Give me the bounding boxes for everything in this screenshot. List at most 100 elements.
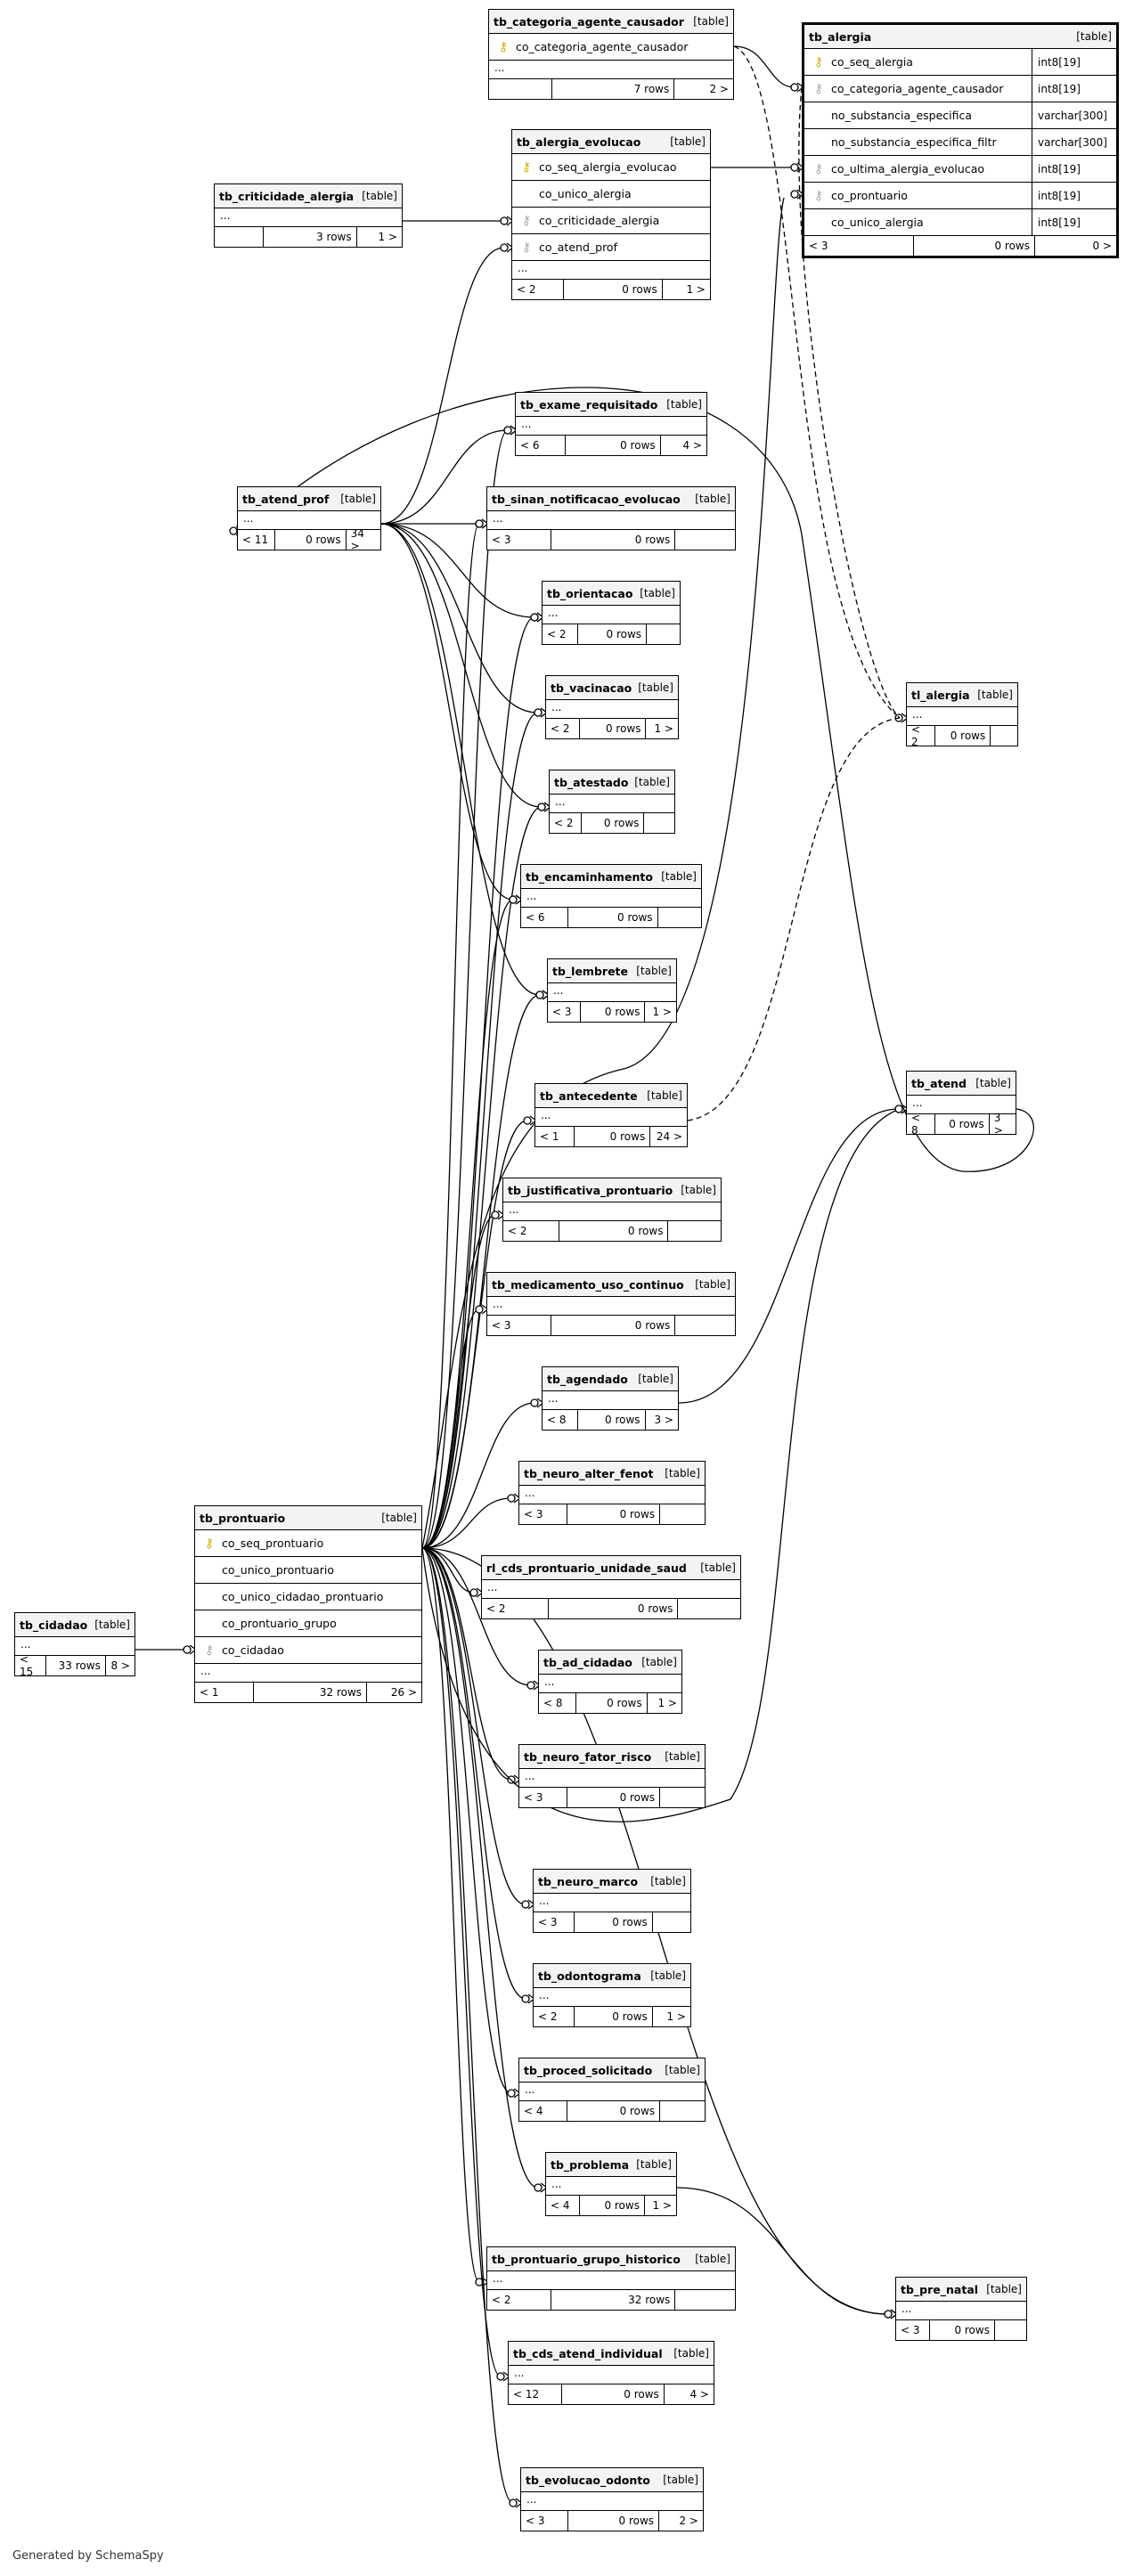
- table-header[interactable]: tb_alergia[table]: [804, 25, 1116, 49]
- parents-count[interactable]: < 2: [543, 624, 579, 644]
- table-name[interactable]: tb_medicamento_uso_continuo: [492, 1277, 684, 1292]
- table-name[interactable]: tb_atestado: [554, 775, 629, 789]
- table-name[interactable]: tb_encaminhamento: [526, 869, 653, 884]
- table-tb_medicamento_uso_continuo[interactable]: tb_medicamento_uso_continuo[table]...< 3…: [486, 1272, 736, 1336]
- table-name[interactable]: tb_antecedente: [540, 1088, 638, 1103]
- table-header[interactable]: tb_prontuario[table]: [195, 1506, 421, 1530]
- children-count[interactable]: [675, 530, 735, 550]
- children-count[interactable]: 24 >: [656, 1130, 682, 1143]
- table-name[interactable]: tb_lembrete: [552, 964, 629, 978]
- parents-count[interactable]: < 3: [548, 1002, 582, 1022]
- table-header[interactable]: tl_alergia[table]: [907, 683, 1017, 707]
- children-count[interactable]: 3 >: [993, 1112, 1003, 1137]
- table-name[interactable]: tb_prontuario: [200, 1511, 286, 1525]
- table-header[interactable]: tb_prontuario_grupo_historico[table]: [487, 2247, 735, 2271]
- parents-count[interactable]: < 2: [512, 280, 564, 299]
- table-name[interactable]: tb_categoria_agente_causador: [494, 14, 684, 29]
- children-count[interactable]: 34 >: [350, 527, 364, 552]
- parents-count[interactable]: < 3: [487, 530, 552, 550]
- children-count[interactable]: [644, 813, 674, 833]
- parents-count[interactable]: < 8: [907, 1112, 935, 1137]
- parents-count[interactable]: [215, 227, 264, 247]
- parents-count[interactable]: < 1: [535, 1127, 575, 1146]
- table-name[interactable]: tb_sinan_notificacao_evolucao: [492, 492, 681, 506]
- children-count[interactable]: [660, 2101, 705, 2121]
- column-row[interactable]: ⚷co_categoria_agente_causador: [489, 34, 733, 61]
- table-name[interactable]: tb_odontograma: [538, 1969, 641, 1983]
- parents-count[interactable]: < 6: [516, 436, 566, 455]
- table-header[interactable]: tb_antecedente[table]: [535, 1084, 687, 1108]
- table-name[interactable]: tb_atend_prof: [242, 492, 330, 506]
- children-count[interactable]: 1 >: [378, 231, 397, 243]
- children-count[interactable]: [660, 1504, 705, 1524]
- parents-count[interactable]: < 3: [896, 2320, 930, 2340]
- table-header[interactable]: tb_alergia_evolucao[table]: [512, 130, 710, 154]
- table-name[interactable]: tb_problema: [551, 2157, 630, 2172]
- table-name[interactable]: tb_atend: [911, 1076, 967, 1090]
- column-row[interactable]: ⚷co_cidadao: [195, 1637, 421, 1664]
- table-name[interactable]: rl_cds_prontuario_unidade_saud: [486, 1561, 687, 1575]
- table-header[interactable]: tb_vacinacao[table]: [546, 676, 678, 700]
- column-row[interactable]: co_prontuario_grupo: [195, 1610, 421, 1637]
- column-row[interactable]: co_unico_cidadao_prontuario: [195, 1584, 421, 1610]
- parents-count[interactable]: < 3: [519, 1788, 568, 1807]
- children-count[interactable]: [991, 726, 1017, 746]
- children-count[interactable]: 4 >: [689, 2388, 709, 2401]
- table-header[interactable]: tb_agendado[table]: [543, 1367, 678, 1391]
- parents-count[interactable]: < 2: [534, 2007, 575, 2026]
- table-header[interactable]: tb_pre_natal[table]: [896, 2278, 1026, 2302]
- table-name[interactable]: tb_ad_cidadao: [543, 1655, 632, 1669]
- parents-count[interactable]: < 2: [487, 2290, 552, 2310]
- parents-count[interactable]: < 3: [804, 236, 914, 256]
- parents-count[interactable]: < 3: [534, 1912, 575, 1932]
- table-name[interactable]: tl_alergia: [911, 688, 970, 702]
- children-count[interactable]: 2 >: [709, 83, 729, 95]
- table-tb_sinan_notificacao_evolucao[interactable]: tb_sinan_notificacao_evolucao[table]...<…: [486, 486, 736, 550]
- table-header[interactable]: tb_categoria_agente_causador[table]: [489, 10, 733, 34]
- table-name[interactable]: tb_proced_solicitado: [524, 2063, 653, 2077]
- parents-count[interactable]: < 1: [195, 1683, 255, 1702]
- table-header[interactable]: tb_neuro_fator_risco[table]: [519, 1745, 705, 1769]
- table-name[interactable]: tb_orientacao: [547, 586, 633, 600]
- children-count[interactable]: [668, 1221, 721, 1241]
- parents-count[interactable]: < 11: [238, 530, 275, 550]
- table-name[interactable]: tb_criticidade_alergia: [219, 189, 355, 203]
- parents-count[interactable]: < 4: [519, 2101, 568, 2121]
- table-header[interactable]: tb_orientacao[table]: [543, 582, 680, 606]
- parents-count[interactable]: [489, 79, 553, 99]
- children-count[interactable]: 2 >: [679, 2515, 698, 2527]
- table-header[interactable]: tb_sinan_notificacao_evolucao[table]: [487, 487, 735, 511]
- parents-count[interactable]: < 3: [521, 2511, 569, 2531]
- table-header[interactable]: tb_neuro_marco[table]: [534, 1870, 690, 1894]
- table-header[interactable]: rl_cds_prontuario_unidade_saud[table]: [482, 1556, 740, 1580]
- children-count[interactable]: 8 >: [110, 1659, 130, 1672]
- children-count[interactable]: 26 >: [390, 1686, 417, 1699]
- table-header[interactable]: tb_lembrete[table]: [548, 959, 676, 983]
- parents-count[interactable]: < 3: [519, 1504, 568, 1524]
- column-row[interactable]: ⚷co_seq_alergia_evolucao: [512, 154, 710, 181]
- table-header[interactable]: tb_atend[table]: [907, 1072, 1016, 1096]
- children-count[interactable]: 1 >: [652, 2199, 672, 2212]
- table-name[interactable]: tb_agendado: [547, 1372, 628, 1386]
- table-header[interactable]: tb_justificativa_prontuario[table]: [503, 1178, 721, 1202]
- table-header[interactable]: tb_proced_solicitado[table]: [519, 2058, 705, 2083]
